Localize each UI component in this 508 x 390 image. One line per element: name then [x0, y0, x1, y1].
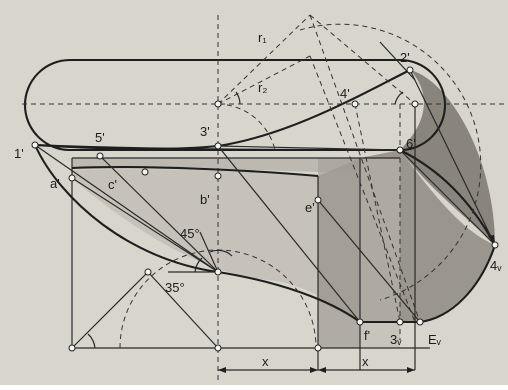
point-4v: [491, 241, 499, 249]
upper-shaded-strip: [72, 158, 360, 172]
label-point-e: e': [305, 200, 315, 215]
label-point-4: 4': [340, 86, 350, 101]
line-c-to-e: [71, 177, 219, 273]
lower-left-diag-2: [147, 271, 219, 349]
label-point-f: f': [364, 328, 370, 343]
label-point-3: 3': [200, 124, 210, 139]
arc-upper-right: [299, 23, 482, 301]
point-3: [214, 142, 222, 150]
point-top-right: [411, 100, 419, 108]
point-b: [214, 172, 222, 180]
label-dimension-x1: x: [262, 354, 269, 369]
middle-curve: [34, 143, 496, 246]
angle-arc-top: [235, 91, 241, 105]
dashed-diag-long: [309, 55, 416, 323]
column-shade-left: [318, 158, 360, 348]
point-f: [356, 318, 364, 326]
arrow-x2-left: [318, 367, 326, 373]
label-point-4v: 4ᵥ: [490, 258, 502, 273]
angle-arc-35: [194, 257, 203, 273]
point-4: [351, 100, 359, 108]
angle-arc-right: [394, 91, 404, 105]
dashed-diag-r1b: [309, 14, 416, 105]
point-a: [68, 174, 76, 182]
label-r2: r₂: [258, 80, 267, 95]
arrow-x1-left: [218, 367, 226, 373]
line-3-to-f: [217, 145, 361, 323]
line-2-tick: [379, 41, 416, 81]
label-point-5: 5': [95, 130, 105, 145]
lower-curve: [34, 144, 496, 324]
lower-left-diag: [71, 271, 149, 349]
angle-arc-45: [209, 249, 233, 257]
point-E: [416, 318, 424, 326]
dashed-diag-r1: [217, 14, 311, 105]
line-1-to-b: [34, 144, 219, 273]
line-6-to-4v: [399, 149, 496, 246]
label-point-1: 1': [14, 146, 24, 161]
label-angle-35: 35°: [165, 280, 185, 295]
point-e: [314, 196, 322, 204]
point-1: [31, 141, 39, 149]
point-3v: [396, 318, 404, 326]
label-point-a: a': [50, 176, 60, 191]
point-2: [406, 66, 414, 74]
label-point-E: Eᵥ: [428, 332, 442, 347]
point-ground-mid: [214, 344, 222, 352]
label-point-b: b': [200, 192, 210, 207]
label-dimension-x2: x: [362, 354, 369, 369]
label-point-3v: 3ᵥ: [390, 332, 402, 347]
lower-shaded-surface: [72, 169, 360, 348]
line-3-to-6: [217, 145, 401, 151]
point-pivot: [214, 268, 222, 276]
line-2-to-4v: [409, 69, 496, 246]
dashed-diag-e: [309, 14, 421, 323]
label-point-6: 6': [406, 136, 416, 151]
angle-arc-low: [87, 333, 96, 349]
label-r1: r₁: [258, 30, 267, 45]
line-5-to-b: [99, 155, 219, 273]
inner-curve-ab: [71, 166, 319, 178]
arc-inner: [217, 103, 276, 151]
point-c: [141, 168, 149, 176]
right-dark-crescent: [400, 70, 495, 245]
point-arc-center: [144, 268, 152, 276]
angle45-line: [199, 231, 219, 273]
line-4-to-3v: [354, 103, 401, 323]
label-point-c: c': [108, 177, 117, 192]
point-ground-left: [68, 344, 76, 352]
label-point-2: 2': [400, 50, 410, 65]
line-e-to-E: [317, 199, 421, 323]
arrow-x1-right: [310, 367, 318, 373]
point-6: [396, 146, 404, 154]
arrow-x2-right: [407, 367, 415, 373]
point-5: [96, 152, 104, 160]
label-angle-45: 45°: [180, 226, 200, 241]
point-3-top: [214, 100, 222, 108]
point-ground-e: [314, 344, 322, 352]
column-shade-right: [360, 158, 400, 348]
upper-outline-stadium: [23, 58, 447, 152]
